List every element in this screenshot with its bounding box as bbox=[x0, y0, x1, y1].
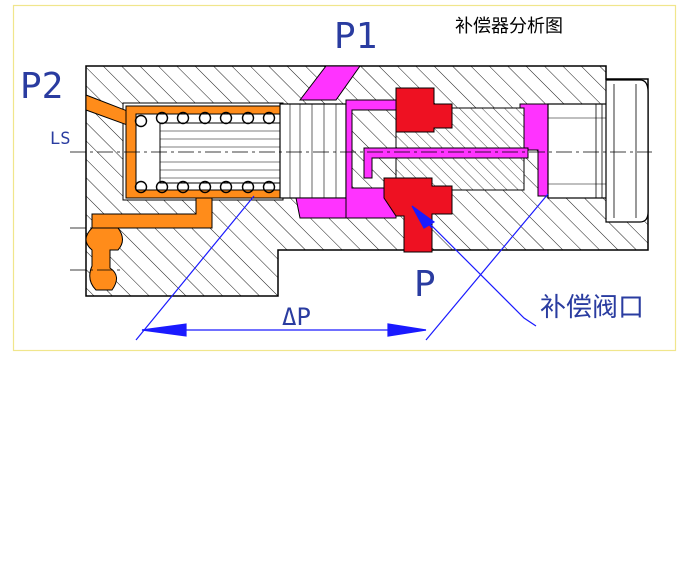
center-lines bbox=[70, 151, 652, 271]
spool-lines bbox=[289, 104, 337, 198]
delta-p-annotation bbox=[135, 193, 549, 341]
label-p2: P2 bbox=[20, 66, 63, 107]
label-delta-p: ΔP bbox=[282, 303, 311, 331]
spring-coils bbox=[134, 111, 276, 194]
spring-rod bbox=[159, 122, 281, 184]
label-ls: LS bbox=[50, 129, 70, 149]
p1-inner-channel bbox=[363, 147, 529, 179]
end-cap bbox=[547, 79, 649, 223]
spool-body bbox=[279, 103, 347, 199]
comp-port-pointer bbox=[411, 205, 537, 327]
diagram-title: 补偿器分析图 bbox=[455, 16, 563, 37]
label-p: P bbox=[414, 264, 436, 305]
label-p1: P1 bbox=[334, 16, 377, 57]
label-comp-port: 补偿阀口 bbox=[540, 293, 644, 323]
rod-lines bbox=[160, 130, 280, 179]
diagram-frame bbox=[12, 4, 677, 352]
